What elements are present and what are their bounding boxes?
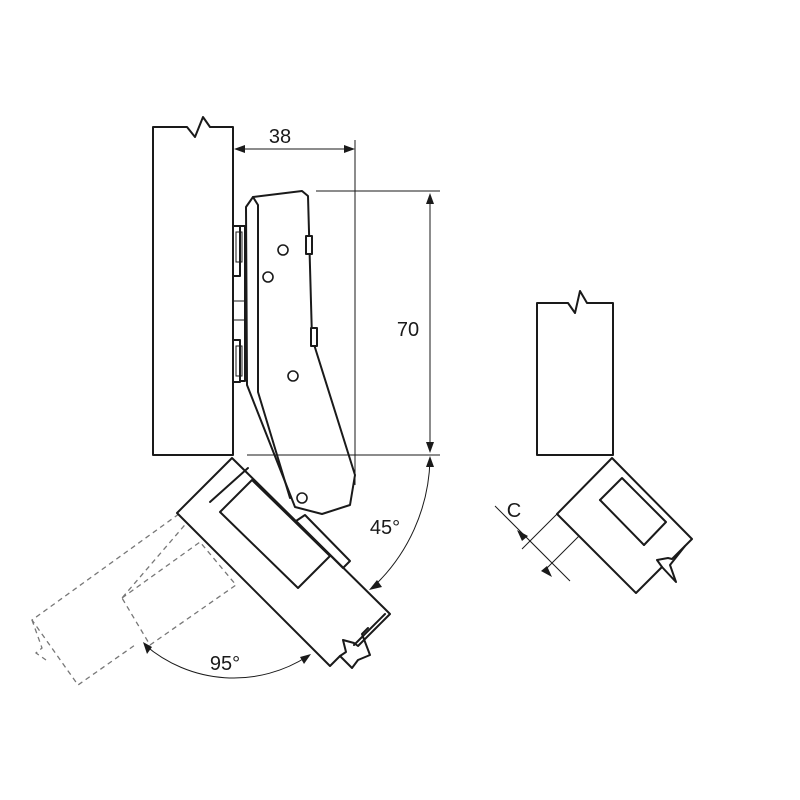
hinge-mounting-plate (232, 225, 246, 383)
screw-hole (277, 244, 289, 256)
detail-door-panel (556, 457, 693, 594)
dimension-c-label: C (507, 500, 521, 522)
detail-side-panel (536, 290, 614, 456)
screw-hole (262, 271, 274, 283)
hinge-arm (245, 190, 356, 515)
angle-95: 95° (143, 642, 311, 679)
dimension-38: 38 (234, 126, 356, 485)
door-panel-45deg (176, 457, 391, 669)
dimension-c: C (494, 500, 580, 582)
screw-hole (287, 370, 299, 382)
screw-hole (296, 492, 308, 504)
dimension-38-label: 38 (269, 126, 291, 148)
dimension-70: 70 (247, 190, 440, 456)
dimension-70-label: 70 (397, 319, 419, 341)
angle-45-label: 45° (370, 517, 400, 539)
angle-45: 45° (369, 456, 434, 590)
cabinet-side-panel (152, 116, 234, 456)
angle-95-label: 95° (210, 653, 240, 675)
